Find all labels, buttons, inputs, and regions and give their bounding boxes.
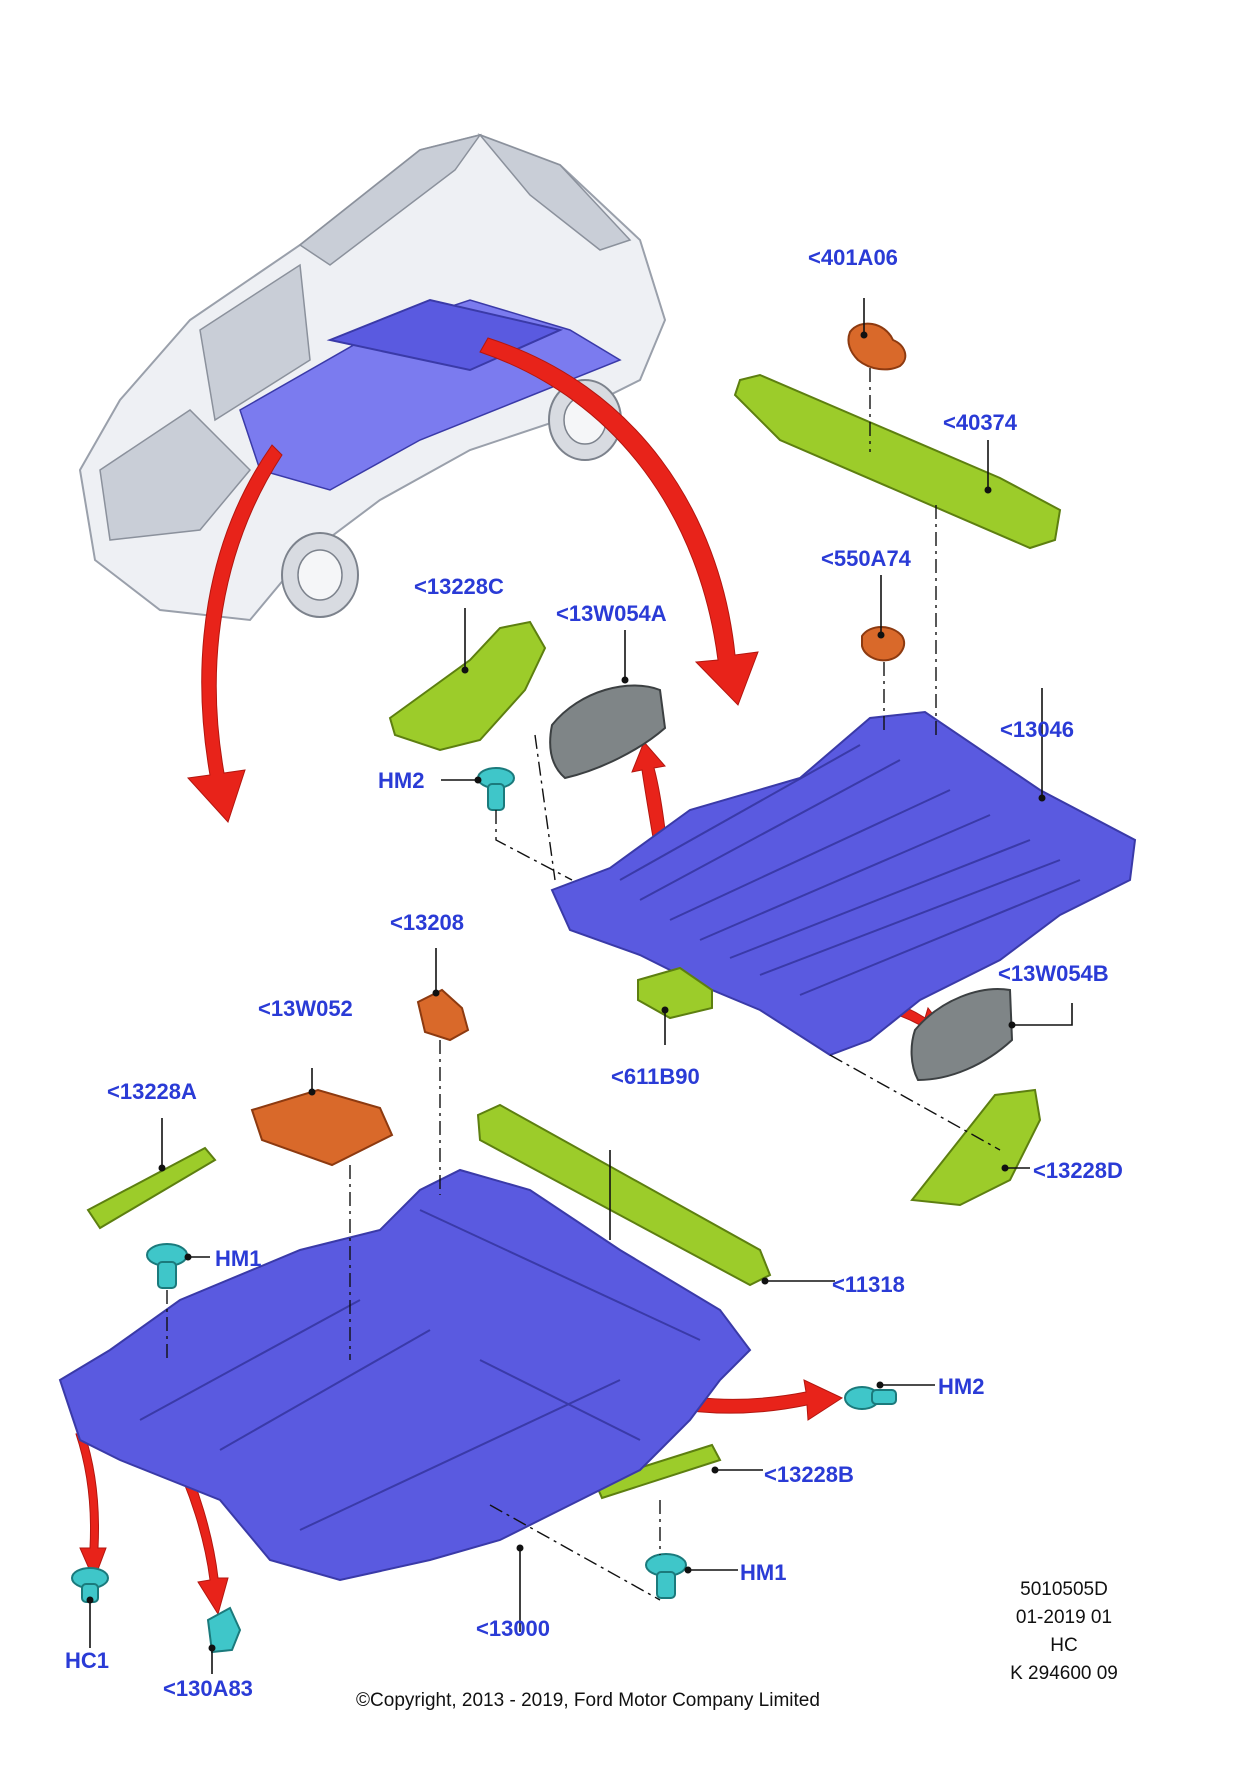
ref-code: 5010505D — [1020, 1579, 1108, 1600]
part-13000 — [58, 1168, 752, 1582]
callout-13228B[interactable]: <13228B — [764, 1462, 854, 1487]
callout-40374[interactable]: <40374 — [943, 410, 1018, 435]
part-hc1-clip — [71, 1567, 109, 1603]
part-13228D — [910, 1088, 1042, 1207]
callout-11318[interactable]: <11318 — [832, 1272, 905, 1297]
leader-dots — [86, 331, 1046, 1652]
callout-hm2-right[interactable]: HM2 — [938, 1374, 984, 1399]
callout-13228D[interactable]: <13228D — [1033, 1158, 1123, 1183]
copyright-text: ©Copyright, 2013 - 2019, Ford Motor Comp… — [356, 1690, 820, 1711]
part-hm2-top-clip — [477, 767, 515, 811]
callout-13W052[interactable]: <13W052 — [258, 996, 353, 1021]
callout-hm1-left[interactable]: HM1 — [215, 1246, 261, 1271]
panel-13046-ribs — [619, 744, 1081, 996]
ref-market: HC — [1050, 1635, 1077, 1656]
callout-13046[interactable]: <13046 — [1000, 717, 1074, 742]
callout-13W054B[interactable]: <13W054B — [998, 961, 1109, 986]
part-550A74 — [861, 626, 906, 662]
part-hm1-left-clip — [146, 1243, 188, 1289]
part-13208 — [416, 988, 470, 1042]
part-40374 — [733, 373, 1062, 550]
part-13W054A — [549, 684, 667, 780]
parts — [58, 322, 1137, 1654]
callout-hc1[interactable]: HC1 — [65, 1648, 109, 1673]
callout-labels: <401A06 <40374 <550A74 <13228C <13W054A … — [65, 245, 1123, 1701]
part-11318 — [476, 1103, 772, 1287]
callout-13000[interactable]: <13000 — [476, 1616, 550, 1641]
part-13W052 — [250, 1088, 394, 1167]
part-13228C — [388, 620, 547, 752]
part-13W054B — [910, 988, 1014, 1082]
callout-hm2-top[interactable]: HM2 — [378, 768, 424, 793]
part-611B90 — [637, 966, 713, 1020]
callout-550A74[interactable]: <550A74 — [821, 546, 912, 571]
part-401A06 — [847, 322, 907, 371]
leader-lines — [89, 298, 1073, 1674]
callout-611B90[interactable]: <611B90 — [611, 1064, 700, 1089]
callout-13W054A[interactable]: <13W054A — [556, 601, 667, 626]
ref-date: 01-2019 01 — [1016, 1607, 1112, 1628]
callout-hm1-bottom[interactable]: HM1 — [740, 1560, 786, 1585]
callout-130A83[interactable]: <130A83 — [163, 1676, 253, 1701]
callout-401A06[interactable]: <401A06 — [808, 245, 898, 270]
part-hm2-right-clip — [844, 1386, 897, 1410]
callout-13208[interactable]: <13208 — [390, 910, 464, 935]
ref-number: K 294600 09 — [1010, 1663, 1118, 1684]
callout-13228A[interactable]: <13228A — [107, 1079, 197, 1104]
part-13228B — [593, 1443, 722, 1500]
panel-13000-contours — [139, 1209, 701, 1531]
reference-block: 5010505D 01-2019 01 HC K 294600 09 — [1010, 1579, 1118, 1684]
callout-13228C[interactable]: <13228C — [414, 574, 504, 599]
part-13228A — [86, 1146, 217, 1230]
vehicle-illustration — [78, 133, 667, 622]
part-hm1-bottom-clip — [645, 1553, 687, 1599]
